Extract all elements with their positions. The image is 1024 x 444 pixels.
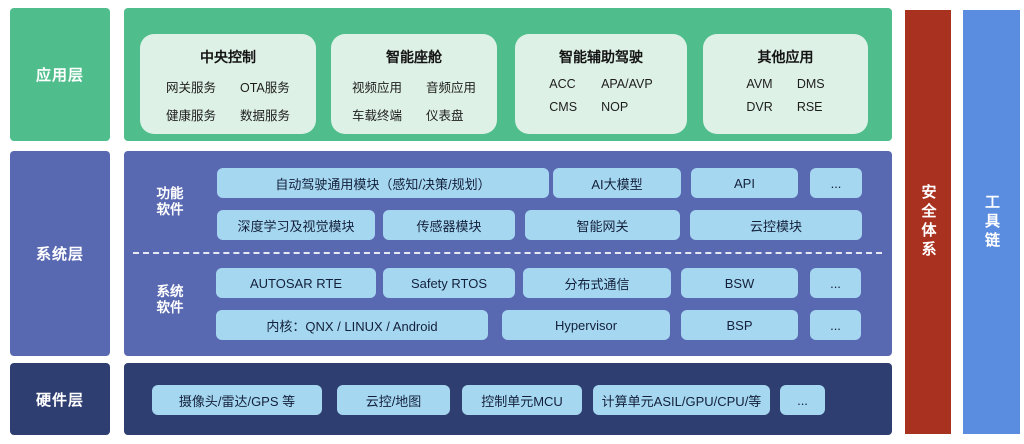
chip-deep-learning-vision: 深度学习及视觉模块 — [217, 210, 375, 240]
chip-hw-ellipsis: ... — [780, 385, 825, 415]
function-software-label: 功能软件 — [156, 186, 184, 217]
security-system-bar: 安全体系 — [905, 10, 951, 434]
chip-bsw: BSW — [681, 268, 798, 298]
application-layer-band: 中央控制 网关服务 OTA服务 健康服务 数据服务 智能座舱 视频应用 音频应用… — [124, 8, 892, 141]
chip-camera-radar-gps: 摄像头/雷达/GPS 等 — [152, 385, 322, 415]
card-title: 智能辅助驾驶 — [559, 49, 643, 65]
card-title: 智能座舱 — [386, 49, 442, 65]
card-item: DVR — [746, 100, 773, 114]
card-item: OTA服务 — [240, 81, 290, 95]
chip-safety-rtos: Safety RTOS — [383, 268, 515, 298]
app-card-adas: 智能辅助驾驶 ACC APA/AVP CMS NOP — [515, 34, 687, 134]
chip-func-ellipsis: ... — [810, 168, 862, 198]
chip-sys-ellipsis-1: ... — [810, 268, 861, 298]
card-item: 网关服务 — [165, 81, 216, 95]
chip-sensor-module: 传感器模块 — [383, 210, 515, 240]
app-card-smart-cockpit: 智能座舱 视频应用 音频应用 车载终端 仪表盘 — [331, 34, 497, 134]
chip-distributed-comm: 分布式通信 — [523, 268, 671, 298]
system-software-label: 系统软件 — [156, 284, 184, 315]
app-card-central-control: 中央控制 网关服务 OTA服务 健康服务 数据服务 — [140, 34, 316, 134]
card-item: APA/AVP — [601, 77, 653, 91]
layer-label-application: 应用层 — [10, 8, 110, 141]
chip-ai-large-model: AI大模型 — [553, 168, 681, 198]
card-item: 视频应用 — [351, 81, 402, 95]
card-item: 健康服务 — [165, 109, 216, 123]
chip-ad-common-module: 自动驾驶通用模块（感知/决策/规划） — [217, 168, 549, 198]
software-divider-dashed-line — [133, 252, 882, 254]
chip-hypervisor: Hypervisor — [502, 310, 670, 340]
card-item: 数据服务 — [240, 109, 291, 123]
chip-smart-gateway: 智能网关 — [525, 210, 680, 240]
layer-label-hardware: 硬件层 — [10, 363, 110, 435]
card-item: DMS — [796, 77, 825, 91]
card-item: 仪表盘 — [426, 109, 464, 123]
chip-autosar-rte: AUTOSAR RTE — [216, 268, 376, 298]
card-item: ACC — [549, 77, 576, 91]
chip-cloud-control-module: 云控模块 — [690, 210, 862, 240]
chip-compute-unit: 计算单元ASIL/GPU/CPU/等 — [593, 385, 770, 415]
card-item: RSE — [796, 100, 823, 114]
card-item: 车载终端 — [351, 109, 402, 123]
chip-kernel: 内核：QNX / LINUX / Android — [216, 310, 488, 340]
card-item: NOP — [601, 100, 629, 114]
chip-cloud-map: 云控/地图 — [337, 385, 450, 415]
chip-bsp: BSP — [681, 310, 798, 340]
chip-api: API — [691, 168, 798, 198]
chip-sys-ellipsis-2: ... — [810, 310, 861, 340]
card-title: 其他应用 — [757, 49, 814, 65]
layer-label-system: 系统层 — [10, 151, 110, 356]
card-title: 中央控制 — [200, 49, 256, 65]
card-item: AVM — [746, 77, 773, 91]
toolchain-bar: 工具链 — [963, 10, 1020, 434]
card-item: 音频应用 — [426, 81, 477, 95]
card-item: CMS — [549, 100, 578, 114]
app-card-other-apps: 其他应用 AVM DMS DVR RSE — [703, 34, 868, 134]
chip-mcu: 控制单元MCU — [462, 385, 582, 415]
